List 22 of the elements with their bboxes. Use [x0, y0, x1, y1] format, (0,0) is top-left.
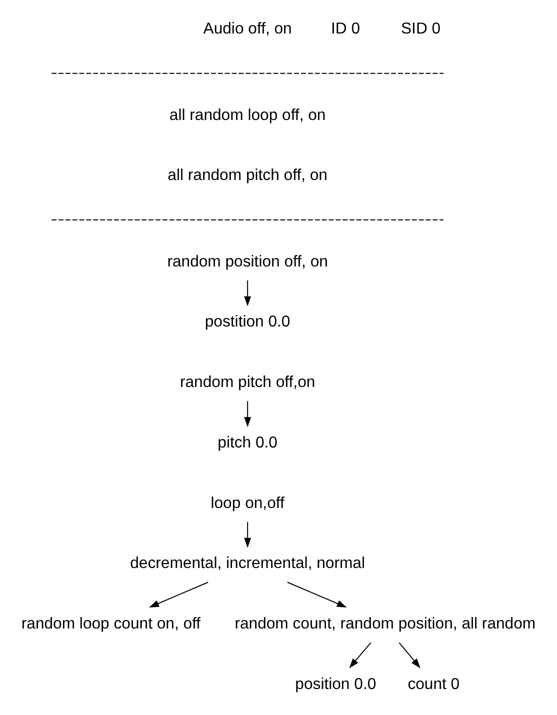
arrow	[398, 642, 420, 668]
label: all random pitch off, on	[167, 167, 327, 184]
node-text: postition 0.0	[204, 314, 290, 331]
label: SID 0	[400, 20, 440, 38]
node-text: random count, random position, all random	[234, 616, 536, 633]
arrow	[244, 521, 251, 548]
arrow	[244, 400, 251, 428]
node-text: random pitch off,on	[179, 374, 315, 391]
arrow	[286, 582, 346, 608]
node-text: pitch 0.0	[217, 434, 277, 452]
arrow	[244, 280, 251, 306]
node-text: count 0	[407, 676, 460, 693]
arrow	[148, 582, 208, 608]
label: Audio off, on	[202, 20, 292, 38]
label: ID 0	[330, 20, 360, 38]
node-text: decremental, incremental, normal	[130, 555, 365, 572]
node-text: loop on,off	[210, 494, 284, 512]
node-text: random loop count on, off	[20, 616, 200, 633]
label: all random loop off, on	[168, 106, 326, 124]
arrow	[348, 642, 371, 668]
node-text: random position off, on	[166, 253, 328, 270]
node-text: position 0.0	[294, 676, 376, 693]
